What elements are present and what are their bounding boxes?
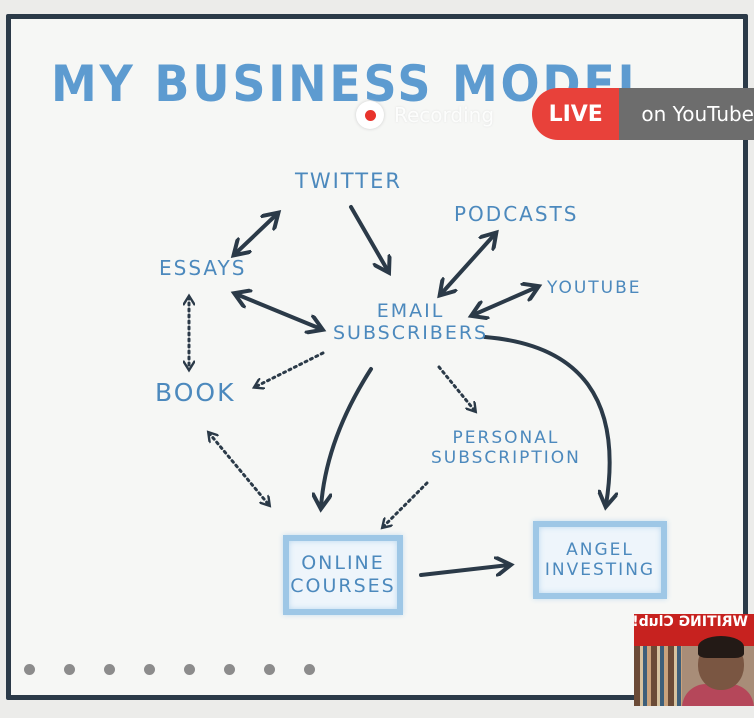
page-dot-5[interactable] (184, 664, 195, 675)
node-book: BOOK (155, 378, 236, 407)
node-online-courses-box: ONLINE COURSES (283, 535, 403, 615)
recording-indicator: Recording (356, 98, 546, 132)
node-podcasts: PODCASTS (454, 202, 579, 226)
arrow-youtube-email (473, 287, 537, 315)
live-on-youtube-button[interactable]: LIVE on YouTube (532, 88, 754, 140)
presenter-hair (698, 636, 744, 658)
node-youtube: YOUTUBE (547, 278, 642, 298)
arrow-email-book (255, 351, 325, 387)
live-destination: on YouTube (619, 88, 754, 140)
page-dot-1[interactable] (24, 664, 35, 675)
arrow-email-angel (483, 335, 610, 505)
page-dot-7[interactable] (264, 664, 275, 675)
page-dot-6[interactable] (224, 664, 235, 675)
node-angel-investing-box: ANGEL INVESTING (533, 521, 667, 599)
arrow-podcasts-email (441, 234, 495, 294)
presenter-body (682, 684, 754, 706)
arrow-twitter-email (349, 205, 388, 271)
record-icon (356, 101, 384, 129)
arrow-email-personal (437, 365, 475, 411)
recording-label: Recording (394, 103, 495, 127)
node-essays: ESSAYS (159, 256, 247, 280)
node-email-subscribers: EMAIL SUBSCRIBERS (333, 300, 489, 344)
page-dot-8[interactable] (304, 664, 315, 675)
page-dot-3[interactable] (104, 664, 115, 675)
page-dot-4[interactable] (144, 664, 155, 675)
arrow-email-online (321, 367, 373, 507)
node-personal-subscription: PERSONAL SUBSCRIPTION (431, 428, 581, 468)
arrow-personal-online (383, 481, 429, 527)
arrow-essays-email (236, 294, 321, 329)
arrow-essays-twitter (235, 214, 277, 254)
node-twitter: TWITTER (295, 169, 402, 193)
slide-pagination (24, 664, 344, 675)
diagram-arrows (11, 205, 743, 577)
node-angel-investing: ANGEL INVESTING (544, 539, 656, 580)
arrow-online-angel (419, 565, 509, 577)
live-badge: LIVE (532, 88, 620, 140)
bookshelf-background (634, 646, 682, 706)
page-dot-2[interactable] (64, 664, 75, 675)
webcam-thumbnail[interactable]: WRITING Club! (634, 614, 754, 706)
arrow-book-online (209, 433, 269, 505)
node-online-courses: ONLINE COURSES (290, 552, 396, 597)
